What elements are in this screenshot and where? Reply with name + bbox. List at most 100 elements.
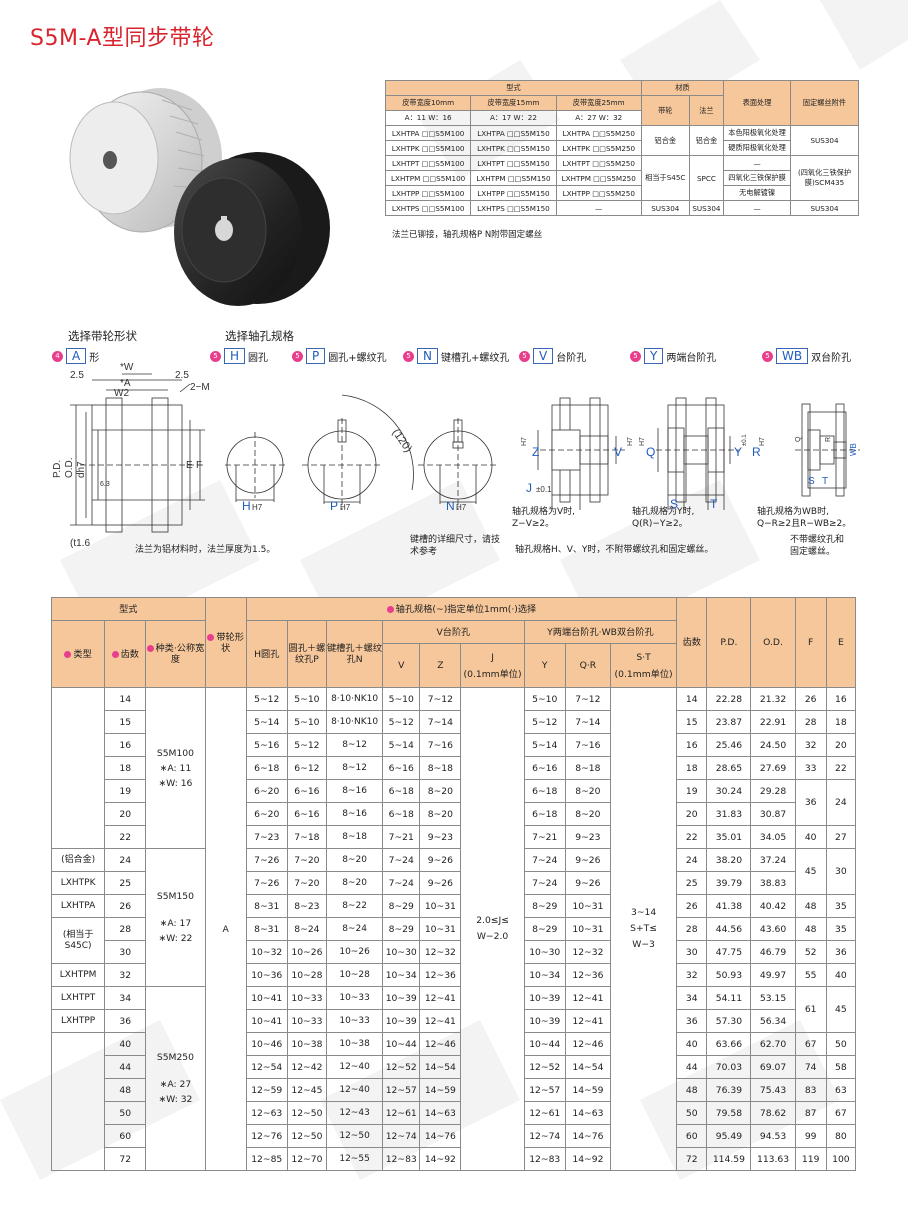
bore-z-cell: 12~41 (419, 1009, 462, 1033)
bore-z-cell: 8~20 (419, 802, 462, 826)
pd-cell: 41.38 (706, 894, 752, 918)
bore-h-cell: 10~36 (245, 963, 288, 987)
bore-y-cell: 5~14 (523, 733, 566, 757)
od-cell: 46.79 (750, 940, 796, 964)
teeth-cell: 28 (104, 917, 147, 941)
kind-cell: LXHTPA (50, 894, 106, 918)
spec-screw-sus2: SUS304 (790, 200, 859, 216)
e-cell: 36 (825, 940, 857, 964)
bore-qr-cell: 7~14 (564, 710, 611, 734)
caption-keyway: 键槽的详细尺寸，请技术参考 (410, 535, 501, 557)
f-cell: 28 (794, 710, 827, 734)
bore-p-cell: 12~70 (286, 1147, 327, 1171)
bore-h-cell: 5~12 (245, 687, 288, 711)
bore-v-cell: 12~57 (382, 1078, 421, 1102)
bore-v-cell: 7~21 (382, 825, 421, 849)
pd-cell: 79.58 (706, 1101, 752, 1125)
bore-h-cell: 12~59 (245, 1078, 288, 1102)
main-header-shape: 带轮形状 (204, 597, 247, 688)
bore-p-cell: 12~50 (286, 1101, 327, 1125)
bore-n-cell: 12~40 (325, 1055, 384, 1079)
f-cell: 48 (794, 917, 827, 941)
bore-p-cell: 10~28 (286, 963, 327, 987)
bore-h-cell: 10~41 (245, 1009, 288, 1033)
dim-r-h7: H7 (759, 437, 766, 446)
bore-p-cell: 5~10 (286, 710, 327, 734)
bore-y-cell: 5~12 (523, 710, 566, 734)
teeth2-cell: 25 (676, 871, 708, 895)
caption-flange: 法兰为铝材料时，法兰厚度为1.5。 (135, 545, 276, 555)
teeth2-cell: 28 (676, 917, 708, 941)
teeth-cell: 20 (104, 802, 147, 826)
pd-cell: 76.39 (706, 1078, 752, 1102)
bore-y-cell: 12~83 (523, 1147, 566, 1171)
f-cell: 99 (794, 1124, 827, 1148)
bore-qr-cell: 8~18 (564, 756, 611, 780)
teeth-cell: 16 (104, 733, 147, 757)
main-header-kind: 类型 (50, 620, 106, 688)
dim-2m: 2−M (190, 382, 210, 393)
od-cell: 30.87 (750, 802, 796, 826)
bore-h-cell: 12~76 (245, 1124, 288, 1148)
bore-h-cell: 7~23 (245, 825, 288, 849)
bore-section-title: 选择轴孔规格 (225, 329, 294, 343)
spec-row: LXHTPK □□S5M100 LXHTPK □□S5M150 LXHTPK □… (384, 140, 859, 156)
bore-y-cell: 7~24 (523, 848, 566, 872)
main-header-vstep: V台阶孔 (382, 620, 525, 644)
option-bore-p: 5 P 圆孔+螺纹孔 (292, 348, 387, 364)
bore-v-cell: 5~10 (382, 687, 421, 711)
teeth2-cell: 22 (676, 825, 708, 849)
od-cell: 27.69 (750, 756, 796, 780)
bore-h-cell: 5~14 (245, 710, 288, 734)
bore-p-cell: 10~38 (286, 1032, 327, 1056)
e-cell: 20 (825, 733, 857, 757)
kind-cell: LXHTPK (50, 871, 106, 895)
kind-cell-blank (50, 1032, 106, 1171)
bore-n-cell: 10~33 (325, 986, 384, 1010)
width-cell-w250: S5M250∗A: 27∗W: 32 (145, 986, 206, 1171)
bore-n-cell: 8·10·NK10 (325, 710, 384, 734)
bore-v-cell: 5~12 (382, 710, 421, 734)
bore-p-cell: 10~33 (286, 986, 327, 1010)
bore-n-cell: 8~20 (325, 848, 384, 872)
bore-qr-cell: 9~23 (564, 825, 611, 849)
caption-y-2: Q(R)−Y≥2。 (632, 519, 688, 529)
main-header-ystep: Y两端台阶孔·WB双台阶孔 (523, 620, 678, 644)
teeth2-cell: 34 (676, 986, 708, 1010)
spec-header-width10: 皮带宽度10mm (384, 95, 472, 111)
od-cell: 113.63 (750, 1147, 796, 1171)
dim-od: O.D. (64, 457, 75, 478)
dim-s: S (670, 497, 678, 511)
teeth-cell: 32 (104, 963, 147, 987)
bore-y-cell: 6~16 (523, 756, 566, 780)
bore-qr-cell: 14~59 (564, 1078, 611, 1102)
bore-qr-cell: 9~26 (564, 871, 611, 895)
f-cell: 40 (794, 825, 827, 849)
e-cell: 35 (825, 917, 857, 941)
teeth-cell: 26 (104, 894, 147, 918)
teeth2-cell: 48 (676, 1078, 708, 1102)
bore-n-cell: 10~38 (325, 1032, 384, 1056)
e-cell: 80 (825, 1124, 857, 1148)
e-cell: 30 (825, 848, 857, 895)
od-cell: 40.42 (750, 894, 796, 918)
bore-v-cell: 6~16 (382, 756, 421, 780)
bore-h-cell: 7~26 (245, 848, 288, 872)
dim-j-tol: ±0.1 (536, 485, 552, 494)
bore-qr-cell: 9~26 (564, 848, 611, 872)
e-cell: 35 (825, 894, 857, 918)
teeth2-cell: 30 (676, 940, 708, 964)
main-header-p: 圆孔＋螺纹孔P (286, 620, 327, 688)
bore-y-cell: 10~34 (523, 963, 566, 987)
bore-n-cell: 12~43 (325, 1101, 384, 1125)
shape-cell: A (204, 687, 247, 1171)
teeth-cell: 44 (104, 1055, 147, 1079)
e-cell: 63 (825, 1078, 857, 1102)
